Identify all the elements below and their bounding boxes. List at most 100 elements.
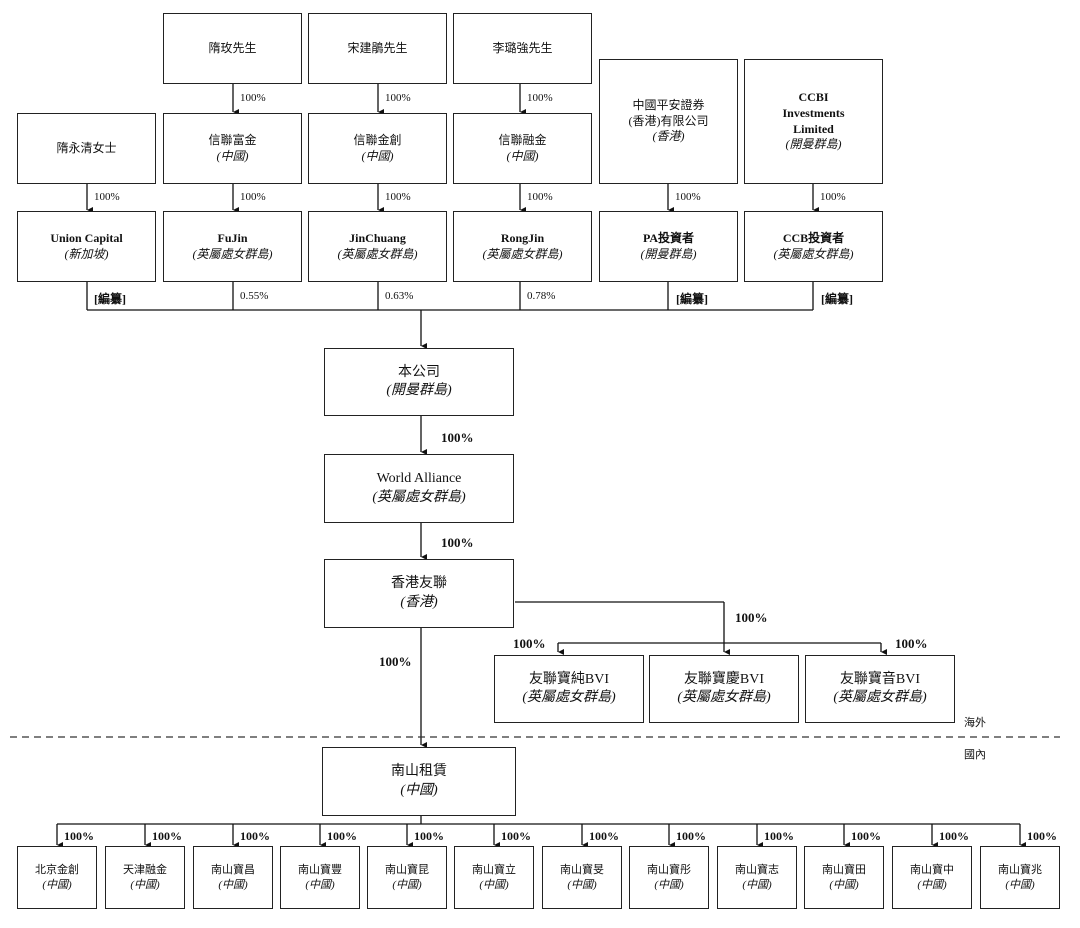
ccbi-parent-box: CCBI Investments Limited (開曼群島): [744, 59, 883, 184]
pct-label: 100%: [1027, 829, 1057, 843]
entity-jurisdiction: (中國): [130, 878, 160, 891]
hk-youlian-box: 香港友聯 (香港): [324, 559, 514, 628]
entity-name: 友聯寶音BVI: [839, 671, 921, 687]
prc-sub-box: 南山寶昆 (中國): [367, 846, 447, 909]
pct-label: 100%: [527, 191, 553, 203]
owner-name: 隋永清女士: [56, 140, 117, 155]
owner-sui-ms-box: 隋永清女士: [17, 113, 156, 184]
entity-name: 南山寶志: [735, 864, 779, 877]
company-box: 本公司 (開曼群島): [324, 348, 514, 416]
entity-jurisdiction: (新加坡): [64, 246, 109, 261]
entity-name: 南山寶豐: [298, 864, 342, 877]
entity-name: 信聯富金: [208, 132, 257, 147]
bvi-sub-box: 友聯寶音BVI (英屬處女群島): [805, 655, 955, 723]
entity-name: 友聯寶純BVI: [528, 671, 610, 687]
prc-sub-box: 南山寶昌 (中國): [193, 846, 273, 909]
prc-sub-box: 天津融金 (中國): [105, 846, 185, 909]
entity-name: Union Capital: [50, 230, 123, 245]
pct-label: 100%: [895, 636, 928, 651]
entity-name: 南山寶昌: [211, 864, 255, 877]
entity-jurisdiction: (中國): [567, 878, 597, 891]
overseas-label: 海外: [964, 717, 986, 729]
prc-sub-box: 北京金創 (中國): [17, 846, 97, 909]
entity-name: 南山寶田: [822, 864, 866, 877]
entity-name: 南山租賃: [391, 764, 447, 780]
entity-name: 南山寶立: [472, 864, 516, 877]
holding-pct-label: [編纂]: [676, 292, 708, 306]
entity-jurisdiction: (中國): [392, 878, 422, 891]
entity-jurisdiction: (開曼群島): [785, 137, 842, 152]
pct-label: 100%: [675, 191, 701, 203]
entity-name: CCB投資者: [782, 230, 845, 245]
entity-name: 友聯寶慶BVI: [683, 671, 765, 687]
pct-label: 100%: [385, 191, 411, 203]
pct-label: 100%: [441, 430, 474, 445]
entity-name: 天津融金: [123, 864, 167, 877]
domestic-label: 國內: [964, 749, 986, 761]
entity-jurisdiction: (英屬處女群島): [192, 246, 273, 261]
pct-label: 100%: [939, 829, 969, 843]
pct-label: 100%: [414, 829, 444, 843]
entity-jurisdiction: (香港): [652, 129, 685, 144]
holder-rongjin-box: RongJin (英屬處女群島): [453, 211, 592, 282]
pct-label: 100%: [240, 92, 266, 104]
entity-name: 本公司: [398, 364, 440, 380]
xinlian-jinchuang-box: 信聯金創 (中國): [308, 113, 447, 184]
entity-jurisdiction: (開曼群島): [386, 383, 452, 398]
holding-pct-label: 0.78%: [527, 290, 556, 302]
prc-sub-box: 南山寶志 (中國): [717, 846, 797, 909]
holder-pa-investor-box: PA投資者 (開曼群島): [599, 211, 738, 282]
entity-jurisdiction: (中國): [361, 148, 394, 163]
entity-jurisdiction: (中國): [917, 878, 947, 891]
entity-jurisdiction: (中國): [1005, 878, 1035, 891]
pct-label: 100%: [152, 829, 182, 843]
entity-jurisdiction: (中國): [479, 878, 509, 891]
entity-name: 南山寶昆: [385, 864, 429, 877]
entity-name: CCBI Investments Limited: [782, 90, 845, 136]
prc-sub-box: 南山寶立 (中國): [454, 846, 534, 909]
holder-jinchuang-box: JinChuang (英屬處女群島): [308, 211, 447, 282]
bvi-sub-box: 友聯寶純BVI (英屬處女群島): [494, 655, 644, 723]
prc-sub-box: 南山寶彤 (中國): [629, 846, 709, 909]
pct-label: 100%: [240, 191, 266, 203]
holder-fujin-box: FuJin (英屬處女群島): [163, 211, 302, 282]
holder-union-capital-box: Union Capital (新加坡): [17, 211, 156, 282]
entity-jurisdiction: (中國): [506, 148, 539, 163]
entity-name: FuJin: [217, 230, 248, 245]
pct-label: 100%: [513, 636, 546, 651]
holding-pct-label: [編纂]: [94, 292, 126, 306]
entity-jurisdiction: (中國): [400, 782, 438, 798]
entity-jurisdiction: (中國): [654, 878, 684, 891]
pct-label: 100%: [676, 829, 706, 843]
pct-label: 100%: [379, 654, 412, 669]
pct-label: 100%: [589, 829, 619, 843]
pct-label: 100%: [327, 829, 357, 843]
owner-li-mr-box: 李璐強先生: [453, 13, 592, 84]
holding-pct-label: 0.63%: [385, 290, 414, 302]
pct-label: 100%: [820, 191, 846, 203]
entity-jurisdiction: (香港): [400, 594, 438, 610]
entity-jurisdiction: (英屬處女群島): [372, 489, 466, 505]
owner-name: 宋建鵑先生: [347, 40, 408, 55]
pct-label: 100%: [735, 610, 768, 625]
pct-label: 100%: [385, 92, 411, 104]
entity-jurisdiction: (中國): [305, 878, 335, 891]
entity-name: JinChuang: [349, 230, 406, 245]
world-alliance-box: World Alliance (英屬處女群島): [324, 454, 514, 523]
pct-label: 100%: [240, 829, 270, 843]
entity-name: 南山寶彤: [647, 864, 691, 877]
owner-name: 李璐強先生: [492, 40, 553, 55]
pct-label: 100%: [764, 829, 794, 843]
entity-name: World Alliance: [376, 471, 462, 487]
pct-label: 100%: [527, 92, 553, 104]
entity-name: RongJin: [500, 230, 545, 245]
owner-name: 隋玫先生: [208, 40, 257, 55]
entity-jurisdiction: (開曼群島): [640, 246, 697, 261]
holding-pct-label: 0.55%: [240, 290, 269, 302]
entity-jurisdiction: (英屬處女群島): [833, 690, 927, 705]
entity-jurisdiction: (中國): [742, 878, 772, 891]
entity-name: 信聯融金: [498, 132, 547, 147]
pct-label: 100%: [94, 191, 120, 203]
nanshan-leasing-box: 南山租賃 (中國): [322, 747, 516, 816]
